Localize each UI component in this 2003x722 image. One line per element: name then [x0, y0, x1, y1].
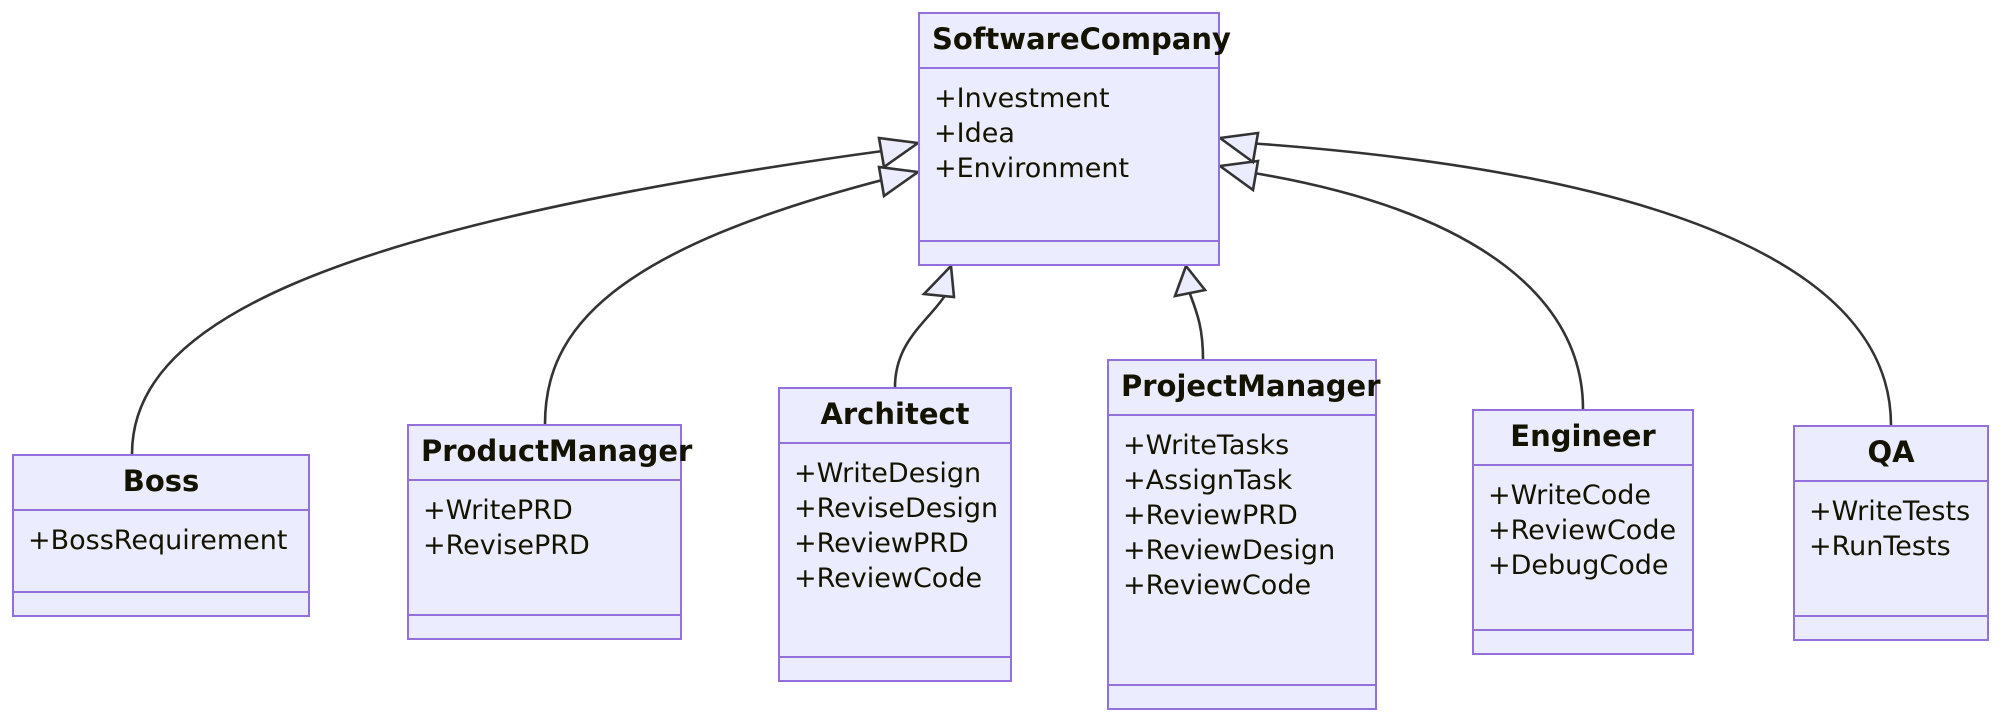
hollow-triangle-arrowhead-icon — [1216, 159, 1260, 193]
class-attribute: +ReviseDesign — [794, 493, 999, 525]
class-methods-project-manager — [1109, 686, 1375, 708]
edge-line — [1247, 170, 1585, 410]
class-attributes-software-company: +Investment +Idea +Environment — [920, 69, 1218, 242]
edge-line — [1188, 293, 1205, 360]
class-box-architect[interactable]: Architect +WriteDesign +ReviseDesign +Re… — [778, 387, 1012, 682]
class-title-boss: Boss — [14, 456, 308, 511]
class-attributes-product-manager: +WritePRD +RevisePRD — [409, 481, 680, 616]
class-attribute: +RunTests — [1809, 531, 1951, 563]
class-attribute: +ReviewCode — [794, 563, 983, 595]
class-attribute: +WritePRD — [423, 495, 573, 526]
edge-line — [130, 148, 891, 455]
class-attribute: +ReviewPRD — [1123, 500, 1298, 532]
hollow-triangle-arrowhead-icon — [921, 263, 956, 299]
class-title-architect: Architect — [780, 389, 1010, 444]
class-box-product-manager[interactable]: ProductManager +WritePRD +RevisePRD — [407, 424, 692, 640]
class-attribute: +Investment — [934, 83, 1110, 114]
class-title-product-manager: ProductManager — [409, 426, 692, 481]
edge-productmanager-to-softwarecompany[interactable] — [543, 165, 922, 425]
edge-line — [1247, 141, 1893, 426]
class-attribute: +ReviewCode — [1488, 515, 1677, 547]
edge-engineer-to-softwarecompany[interactable] — [1216, 159, 1585, 410]
edge-line — [893, 293, 948, 388]
class-title-software-company: SoftwareCompany — [920, 14, 1231, 69]
class-methods-product-manager — [409, 616, 680, 638]
hollow-triangle-arrowhead-icon — [1172, 263, 1208, 298]
class-attribute: +Idea — [934, 118, 1015, 150]
class-attribute: +WriteDesign — [794, 458, 982, 489]
class-attribute: +Environment — [934, 153, 1130, 185]
class-title-engineer: Engineer — [1474, 411, 1692, 466]
class-box-qa[interactable]: QA +WriteTests +RunTests — [1793, 425, 1989, 641]
edge-boss-to-softwarecompany[interactable] — [130, 136, 922, 455]
class-attribute: +DebugCode — [1488, 550, 1669, 582]
class-attributes-engineer: +WriteCode +ReviewCode +DebugCode — [1474, 466, 1692, 631]
class-attribute: +WriteTests — [1809, 496, 1971, 527]
class-methods-architect — [780, 658, 1010, 680]
hollow-triangle-arrowhead-icon — [1216, 131, 1260, 165]
hollow-triangle-arrowhead-icon — [877, 165, 922, 199]
class-methods-engineer — [1474, 631, 1692, 653]
class-methods-boss — [14, 593, 308, 615]
class-attribute: +WriteCode — [1488, 480, 1652, 511]
class-attribute: +BossRequirement — [28, 525, 288, 556]
class-attributes-project-manager: +WriteTasks +AssignTask +ReviewPRD +Revi… — [1109, 416, 1375, 686]
edge-qa-to-softwarecompany[interactable] — [1216, 131, 1893, 426]
class-attribute: +RevisePRD — [423, 530, 590, 562]
class-methods-qa — [1795, 617, 1987, 639]
class-attributes-boss: +BossRequirement — [14, 511, 308, 593]
class-attributes-qa: +WriteTests +RunTests — [1795, 482, 1987, 617]
class-attribute: +ReviewDesign — [1123, 535, 1336, 567]
class-box-software-company[interactable]: SoftwareCompany +Investment +Idea +Envir… — [918, 12, 1231, 266]
class-attribute: +ReviewCode — [1123, 570, 1312, 602]
class-box-engineer[interactable]: Engineer +WriteCode +ReviewCode +DebugCo… — [1472, 409, 1694, 655]
edge-line — [543, 176, 891, 425]
class-attribute: +AssignTask — [1123, 465, 1293, 497]
edge-projectmanager-to-softwarecompany[interactable] — [1172, 263, 1208, 360]
class-attribute: +ReviewPRD — [794, 528, 969, 560]
edge-architect-to-softwarecompany[interactable] — [893, 263, 956, 388]
class-title-qa: QA — [1795, 427, 1987, 482]
class-box-boss[interactable]: Boss +BossRequirement — [12, 454, 310, 617]
class-attributes-architect: +WriteDesign +ReviseDesign +ReviewPRD +R… — [780, 444, 1010, 658]
class-title-project-manager: ProjectManager — [1109, 361, 1381, 416]
class-methods-software-company — [920, 242, 1218, 264]
hollow-triangle-arrowhead-icon — [877, 136, 922, 170]
class-attribute: +WriteTasks — [1123, 430, 1290, 461]
class-box-project-manager[interactable]: ProjectManager +WriteTasks +AssignTask +… — [1107, 359, 1381, 710]
